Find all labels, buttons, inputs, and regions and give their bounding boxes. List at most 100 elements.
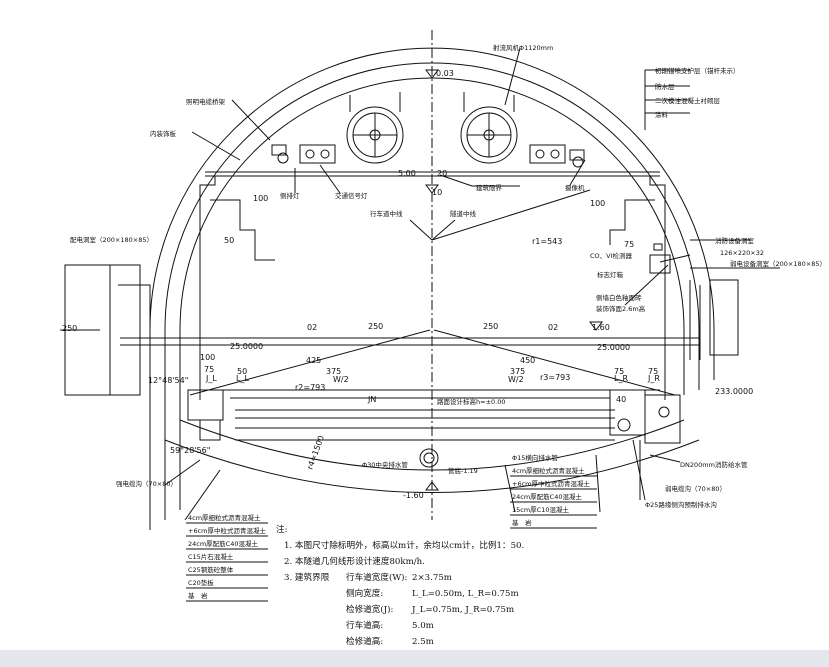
distribution-room-label: 配电洞室（200×180×85） — [70, 235, 153, 244]
dim-375-left: 375 — [326, 367, 341, 376]
layer-left-0: 4cm厚细粒式沥青混凝土 — [188, 513, 261, 522]
cable-ditch-right-label: 弱电缆沟（70×80） — [665, 484, 726, 493]
edge-drain-label: Φ25路缘侧沟预制排水沟 — [645, 500, 717, 509]
dim-250-left: 250 — [62, 324, 77, 333]
dim-75-road-right-2: 75 — [648, 367, 658, 376]
layer-left-2: 24cm厚配筋C40混凝土 — [188, 539, 258, 548]
layer-left-6: 基 岩 — [188, 591, 208, 600]
sign-lamp-label: 标志灯箱 — [597, 270, 624, 279]
dim-jr: J_R — [647, 374, 660, 383]
radius-r1: r1=543 — [532, 237, 562, 246]
central-drain-pipe — [419, 448, 439, 468]
notes-heading: 注: — [276, 525, 288, 535]
dim-ll: L_L — [236, 374, 249, 383]
signal-label: 交通信号灯 — [335, 191, 368, 200]
layer-right-4: 基 岩 — [512, 518, 532, 527]
clearance-label: 建筑限界 — [476, 183, 503, 192]
clearance-key: 侧向宽度: — [346, 589, 384, 599]
pavement-layers-left: 4cm厚细粒式沥青混凝土+6cm厚中粒式沥青混凝土24cm厚配筋C40混凝土C1… — [186, 513, 268, 602]
jet-fan-left — [346, 106, 404, 164]
angle-left: 12°48'54" — [148, 376, 188, 385]
cable-tray-label: 照明电缆桥架 — [186, 97, 226, 106]
dim-250-mid: 250 — [368, 322, 383, 331]
elev-25: 25.0000 — [230, 342, 263, 351]
tunnel-centerline-label: 隧道中线 — [450, 209, 477, 218]
dim-100-top: 100 — [253, 194, 268, 203]
dim-75-left: 75 — [204, 365, 214, 374]
note-2: 2. 本隧道几何线形设计速度80km/h. — [284, 557, 425, 567]
clearance-key: 行车道高: — [346, 621, 384, 631]
dim-jn: JN — [367, 395, 376, 404]
angle-left-2: 59°28'56" — [170, 446, 210, 455]
clearance-key: 检修道高: — [346, 637, 384, 647]
clearance-value: J_L=0.75m, J_R=0.75m — [412, 605, 515, 615]
building-clearance-outline — [199, 176, 666, 400]
fire-pipe-label: DN200mm消防给水管 — [680, 460, 748, 469]
clearance-value: 2.5m — [412, 637, 434, 647]
clearance-value: 5.0m — [412, 621, 434, 631]
lining-layer-4: 涂料 — [655, 110, 669, 119]
dim-10: 10 — [432, 188, 442, 197]
width-500: 5.00 — [398, 169, 416, 178]
layer-left-5: C20垫板 — [188, 578, 214, 587]
elev-minus-160: -1.60 — [403, 491, 424, 500]
clearance-table: 行车道宽度(W):2×3.75m 侧向宽度: L_L=0.50m, L_R=0.75… — [276, 570, 524, 650]
layer-right-1: +6cm厚中粒式沥青混凝土 — [512, 479, 590, 488]
clearance-row: 检修道高: 2.5m — [346, 634, 524, 650]
dim-75-road-right: 75 — [614, 367, 624, 376]
camera-label: 摄像机 — [565, 183, 585, 192]
clearance-value: L_L=0.50m, L_R=0.75m — [412, 589, 519, 599]
layer-right-3: 15cm厚C10混凝土 — [512, 505, 569, 514]
pavement-layers-right: 4cm厚细粒式沥青混凝土 +6cm厚中粒式沥青混凝土 24cm厚配筋C40混凝土 15… — [510, 466, 597, 529]
signal-light-left — [299, 144, 336, 164]
layer-right-0: 4cm厚细粒式沥青混凝土 — [512, 466, 585, 475]
dim-375-right: 375 — [510, 367, 525, 376]
dim-75-right: 75 — [624, 240, 634, 249]
dim-50: 50 — [224, 236, 234, 245]
elev-160: 1.60 — [592, 323, 610, 332]
clearance-row: 行车道宽度(W):2×3.75m — [346, 570, 524, 586]
dim-40: 40 — [616, 395, 626, 404]
lamp-label: 侧排灯 — [280, 191, 300, 200]
elev-25-right: 25.0000 — [597, 343, 630, 352]
drawing-notes: 注: 1. 本图尺寸除标明外，标高以m计，余均以cm计，比例1：50. 2. 本… — [276, 522, 524, 650]
invert-outer — [164, 439, 700, 493]
lining-layer-1: 初期锚喷支护层（锚杆未示） — [655, 66, 740, 75]
radius-r3: r3=793 — [540, 373, 570, 382]
dim-100-right: 100 — [590, 199, 605, 208]
clearance-key: 行车道宽度(W): — [346, 573, 408, 583]
fire-box-size: 126×220×32 — [720, 249, 764, 257]
signal-light-right — [529, 144, 566, 164]
co-vi-label: CO、VI检测器 — [590, 251, 633, 260]
elev-003: 0.03 — [436, 69, 454, 78]
clearance-row: 侧向宽度: L_L=0.50m, L_R=0.75m — [346, 586, 524, 602]
dim-02-left: 02 — [307, 323, 317, 332]
dim-50-left: 50 — [237, 367, 247, 376]
dim-02-right: 02 — [548, 323, 558, 332]
central-drain-label: Φ30中央排水管 — [362, 460, 408, 469]
dim-w2-right: W/2 — [508, 375, 524, 384]
clearance-row: 检修道宽(J):J_L=0.75m, J_R=0.75m — [346, 602, 524, 618]
elev-233: 233.0000 — [715, 387, 753, 396]
lining-layer-3: 二次模注混凝土衬砌层 — [655, 96, 721, 105]
weak-room-label: 弱电设备洞室（200×180×85） — [730, 259, 826, 268]
note-1: 1. 本图尺寸除标明外，标高以m计，余均以cm计，比例1：50. — [284, 541, 525, 551]
layer-right-2: 24cm厚配筋C40混凝土 — [512, 492, 582, 501]
fire-box-label: 消防设备洞室 — [715, 236, 755, 245]
side-wall-label: 侧墙白色釉面砖 — [596, 293, 642, 302]
layer-left-3: C15片石混凝土 — [188, 552, 234, 561]
radius-r2: r2=793 — [295, 383, 325, 392]
design-elevation-label: 路面设计标高h=±0.00 — [437, 397, 506, 406]
dim-250-mid-right: 250 — [483, 322, 498, 331]
lane-centerline-label: 行车道中线 — [370, 209, 403, 218]
middle-lining-arch — [164, 62, 700, 520]
tunnel-cross-section-drawing: 射流风机Φ1120mm 初期锚喷支护层（锚杆未示） 防水层 二次模注混凝土衬砌层… — [60, 30, 826, 602]
pipe-bottom-label: 管底-1.19 — [448, 466, 478, 475]
lining-layer-2: 防水层 — [655, 82, 675, 91]
window-bottom-bar — [0, 650, 829, 667]
weak-current-room — [709, 279, 739, 356]
clearance-row: 行车道高: 5.0m — [346, 618, 524, 634]
side-wall-label-2: 装饰饰面2.6m高 — [596, 304, 646, 313]
dim-100-left: 100 — [200, 353, 215, 362]
dim-w2-left: W/2 — [333, 375, 349, 384]
